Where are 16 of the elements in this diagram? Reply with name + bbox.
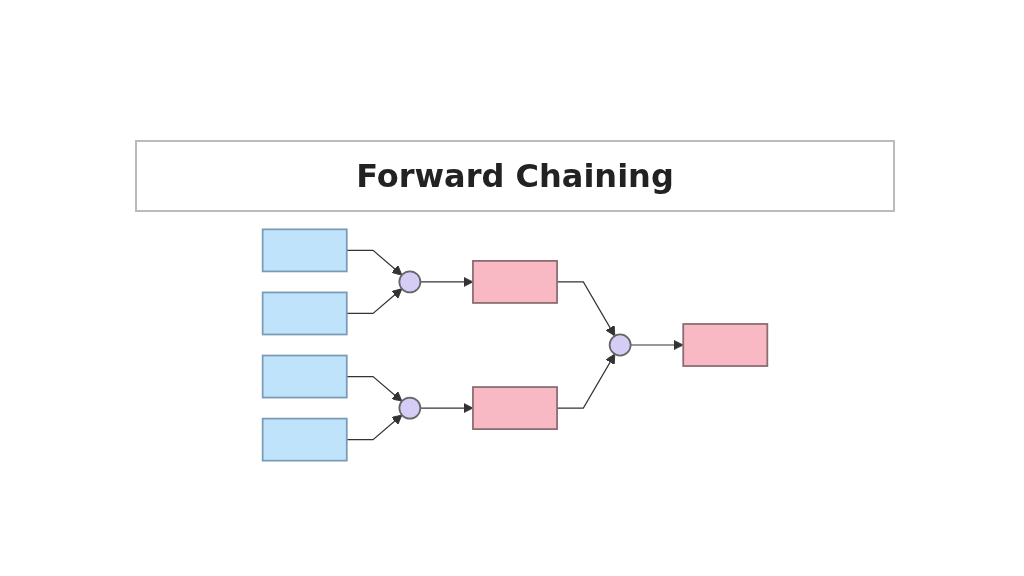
node-box xyxy=(261,228,348,273)
arrow xyxy=(346,288,403,315)
node-box xyxy=(261,291,348,336)
node-box xyxy=(472,386,558,430)
node-circle xyxy=(608,333,632,357)
node-box xyxy=(261,354,348,399)
title-banner: Forward Chaining xyxy=(135,140,895,212)
arrow xyxy=(346,249,403,276)
node-box xyxy=(472,260,558,304)
arrow xyxy=(630,339,684,351)
arrow xyxy=(346,414,403,441)
arrow xyxy=(346,375,403,402)
node-circle xyxy=(398,270,422,294)
node-circle xyxy=(398,396,422,420)
node-box xyxy=(682,323,769,367)
node-box xyxy=(261,417,348,462)
